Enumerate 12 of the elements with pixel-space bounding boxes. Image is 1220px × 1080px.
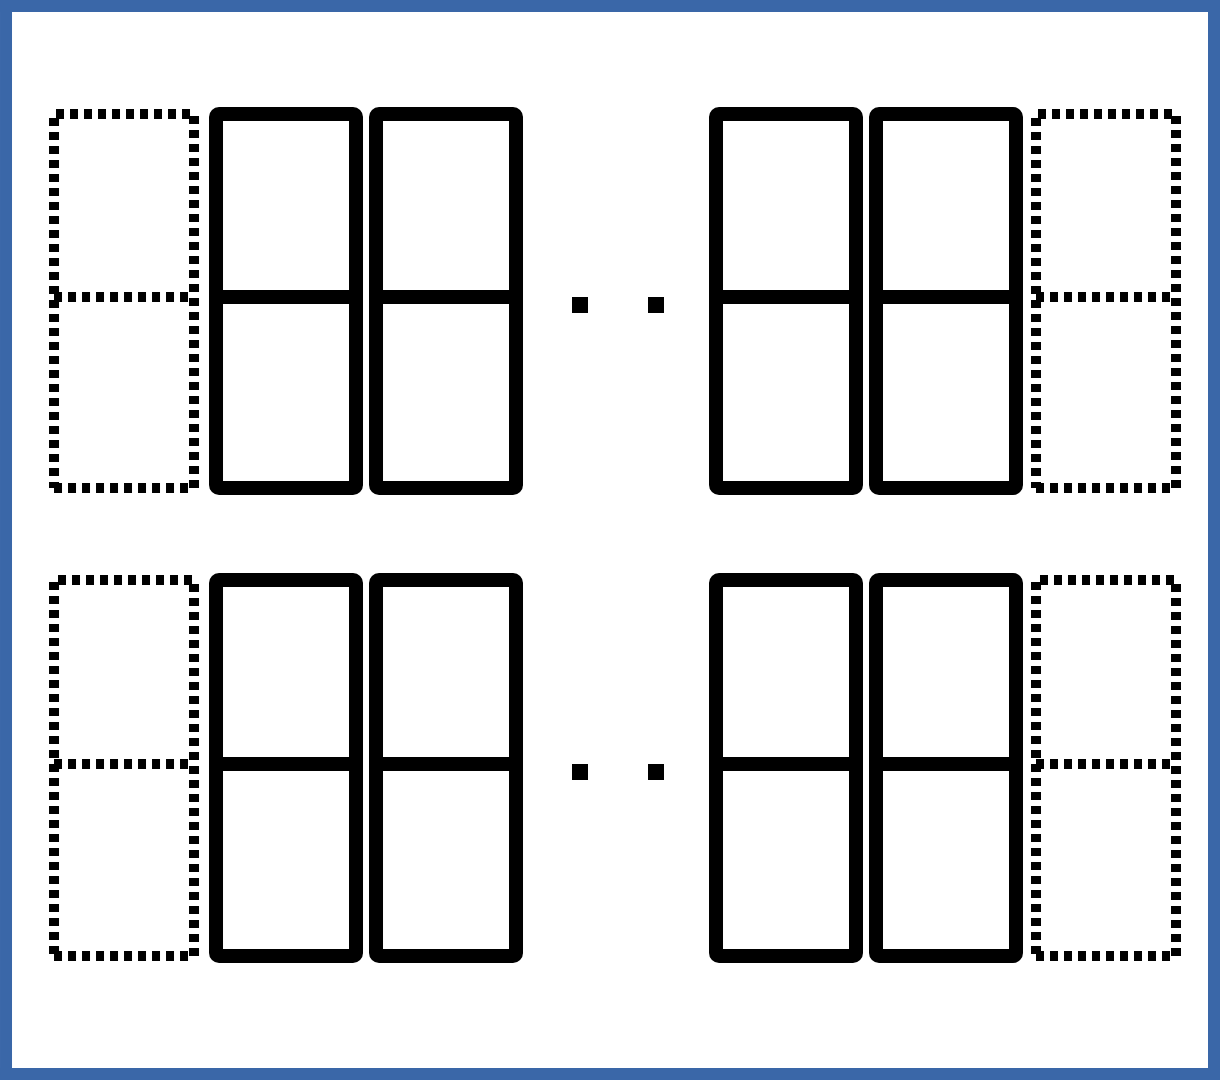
digit-outline [869, 107, 1023, 495]
digit-outline [49, 575, 199, 961]
digit-outline [709, 573, 863, 963]
digit-outline [209, 107, 363, 495]
digit-outline [369, 573, 523, 963]
digit-outline [49, 109, 199, 493]
digit-outline [369, 107, 523, 495]
digit-outline [1031, 109, 1181, 493]
digit-outline [1031, 575, 1181, 961]
digit-outline [869, 573, 1023, 963]
digit-outline [709, 107, 863, 495]
digit-outline [209, 573, 363, 963]
